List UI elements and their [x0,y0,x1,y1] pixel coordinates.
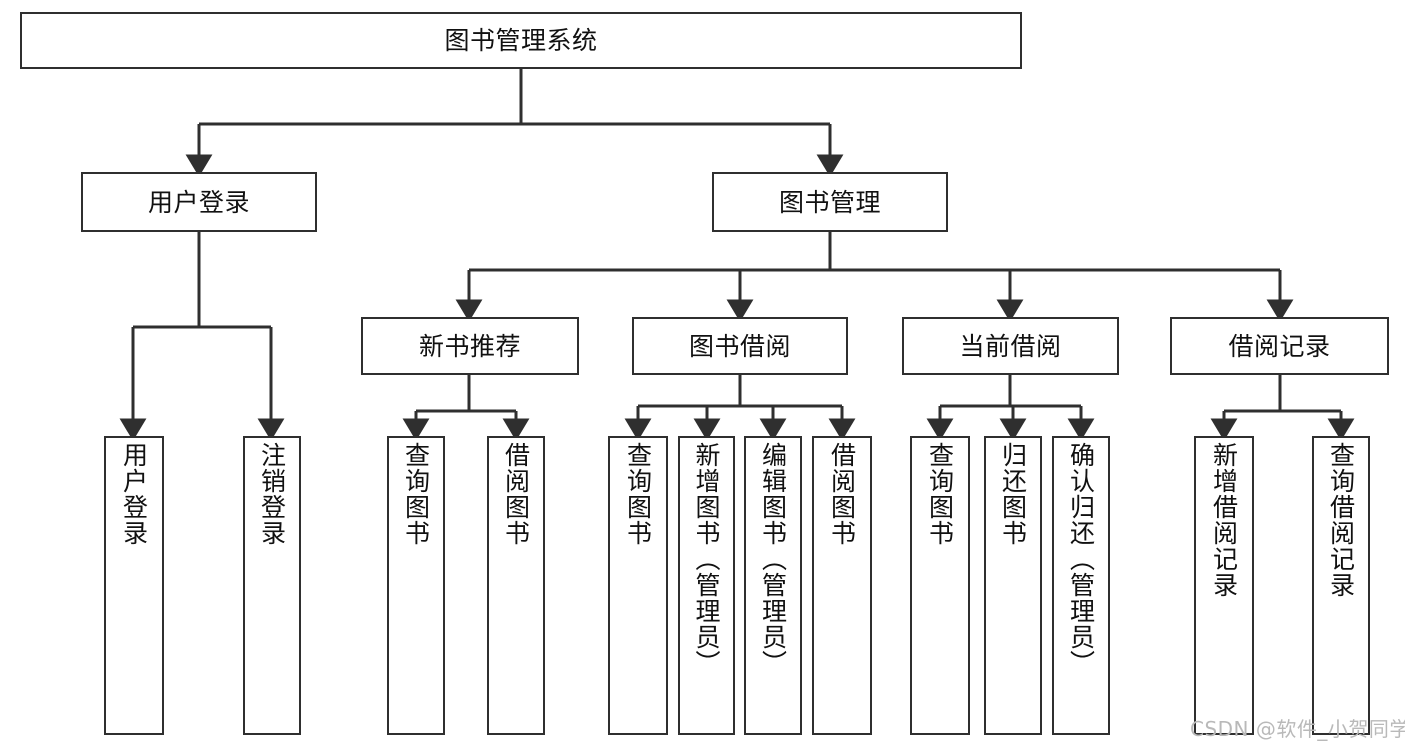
node-label: 新增图书（管理员） [692,442,721,676]
node-leaf-confirm-return-admin[interactable]: 确认归还（管理员） [1052,436,1110,735]
node-new-book-recommend[interactable]: 新书推荐 [361,317,579,375]
node-label: 查询图书 [623,442,653,546]
node-label: 归还图书 [998,442,1028,546]
node-label: 图书管理 [778,187,881,217]
node-leaf-query-book-2[interactable]: 查询图书 [608,436,668,735]
node-label: 借阅记录 [1228,331,1331,361]
node-label: 图书管理系统 [444,26,598,55]
node-borrow-record[interactable]: 借阅记录 [1170,317,1389,375]
node-label: 新增借阅记录 [1209,442,1239,598]
node-leaf-logout-login[interactable]: 注销登录 [243,436,301,735]
node-label: 注销登录 [257,442,287,546]
node-label: 新书推荐 [418,331,521,361]
node-label: 借阅图书 [501,442,531,546]
node-label: 确认归还（管理员） [1066,442,1096,676]
node-leaf-borrow-book-1[interactable]: 借阅图书 [487,436,545,735]
node-label: 当前借阅 [959,331,1062,361]
node-label: 查询图书 [401,442,431,546]
node-label: 编辑图书（管理员） [758,442,788,676]
node-label: 查询图书 [925,442,955,546]
node-leaf-return-book[interactable]: 归还图书 [984,436,1042,735]
csdn-watermark: CSDN @软件_小贺同学 [1190,717,1405,741]
node-current-borrow[interactable]: 当前借阅 [902,317,1119,375]
node-user-login[interactable]: 用户登录 [81,172,317,232]
node-leaf-query-book-3[interactable]: 查询图书 [910,436,970,735]
node-leaf-edit-book-admin[interactable]: 编辑图书（管理员） [744,436,802,735]
node-leaf-add-book-admin[interactable]: 新增图书（管理员） [678,436,735,735]
node-label: 用户登录 [147,187,250,217]
node-leaf-borrow-book-2[interactable]: 借阅图书 [812,436,872,735]
node-leaf-query-book-1[interactable]: 查询图书 [387,436,445,735]
node-book-management[interactable]: 图书管理 [712,172,948,232]
node-label: 查询借阅记录 [1326,442,1356,598]
node-label: 图书借阅 [688,331,791,361]
node-leaf-query-borrow-record[interactable]: 查询借阅记录 [1312,436,1370,735]
node-book-borrow[interactable]: 图书借阅 [632,317,848,375]
node-label: 用户登录 [119,442,149,546]
node-leaf-user-login[interactable]: 用户登录 [104,436,164,735]
node-leaf-add-borrow-record[interactable]: 新增借阅记录 [1194,436,1254,735]
node-label: 借阅图书 [827,442,857,546]
node-root-system[interactable]: 图书管理系统 [20,12,1022,69]
